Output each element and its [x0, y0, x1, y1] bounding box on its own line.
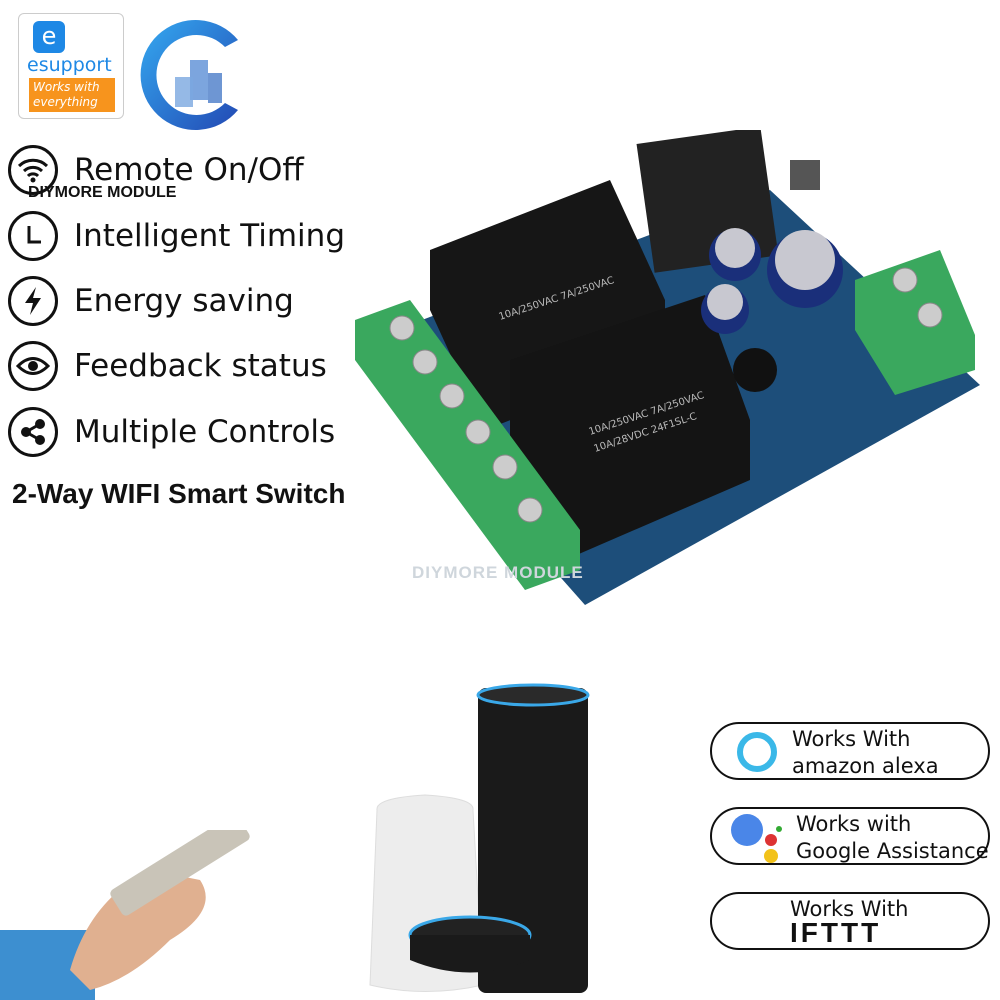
feature-remote: Remote On/Off [8, 142, 304, 198]
feature-label: Remote On/Off [74, 152, 304, 188]
alexa-ring-icon [737, 732, 777, 772]
feature-timing: Intelligent Timing [8, 208, 345, 264]
esupport-logo: e esupport Works with everything [18, 13, 124, 119]
watermark-center: DIYMORE MODULE [412, 563, 584, 582]
eye-icon [8, 341, 58, 391]
feature-label: Intelligent Timing [74, 218, 345, 254]
badge-line2: amazon alexa [792, 754, 939, 778]
feature-label: Energy saving [74, 283, 294, 319]
feature-label: Multiple Controls [74, 414, 336, 450]
product-title: 2-Way WIFI Smart Switch [12, 478, 346, 509]
watermark-logo-icon [140, 19, 238, 130]
clock-icon [8, 211, 58, 261]
share-icon [8, 407, 58, 457]
terminal-block-right [855, 250, 975, 395]
feature-controls: Multiple Controls [8, 404, 335, 460]
amazon-echo [478, 688, 588, 993]
phone [110, 830, 250, 916]
feature-energy: Energy saving [8, 273, 294, 329]
feature-feedback: Feedback status [8, 338, 327, 394]
hand-phone-image [0, 830, 250, 1000]
badge-google: Works with Google Assistance [710, 807, 990, 865]
feature-label: Feedback status [74, 348, 327, 384]
badge-ifttt: Works With IFTTT [710, 892, 990, 950]
relay-board-image: 10A/250VAC 7A/250VAC 10A/250VAC 7A/250VA… [355, 130, 980, 605]
badge-line2: Google Assistance [796, 839, 989, 863]
google-assistant-icon [731, 814, 782, 863]
wifi-icon [8, 145, 58, 195]
watermark-top: DIYMORE MODULE [28, 184, 177, 201]
badge-line1: Works With [790, 897, 909, 921]
lightning-icon [8, 276, 58, 326]
badge-line1: Works With [792, 727, 911, 751]
ifttt-logo: IFTTT [790, 917, 882, 948]
badge-line1: Works with [796, 812, 912, 836]
logo-subtext: Works with everything [29, 78, 115, 112]
smart-speakers-image [369, 683, 590, 993]
badge-alexa: Works With amazon alexa [710, 722, 990, 780]
logo-text: esupport [27, 54, 112, 76]
relay-2 [510, 295, 750, 560]
